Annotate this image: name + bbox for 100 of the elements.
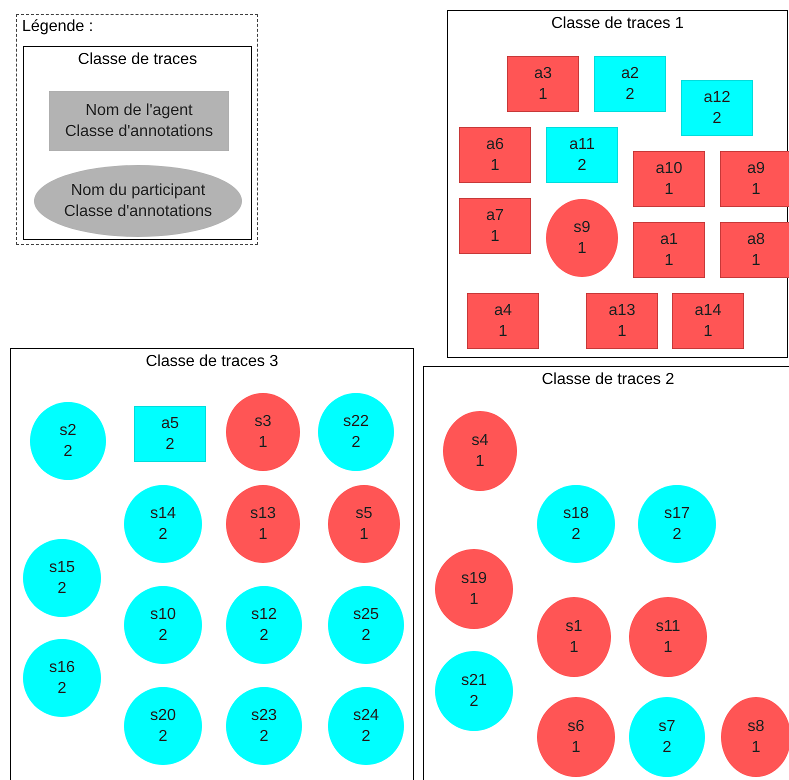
annotation-class: 1: [570, 638, 578, 658]
legend-title: Légende :: [22, 18, 94, 36]
annotation-class: 2: [662, 738, 672, 758]
annotation-class: 1: [752, 251, 760, 271]
annotation-class: 2: [64, 442, 72, 462]
participant-name: Nom du participant: [70, 181, 206, 201]
agent-box: [49, 91, 229, 151]
annotation-class: 1: [498, 322, 508, 342]
participant-name: s11: [656, 617, 680, 637]
agent-box: [633, 222, 705, 278]
agent-box: [594, 56, 666, 112]
agent-name: a14: [694, 301, 722, 321]
participant-name: s17: [664, 504, 690, 524]
annotation-class: 1: [664, 180, 674, 200]
legend-frame: [16, 14, 258, 245]
participant-name: s10: [150, 605, 176, 625]
agent-box: [720, 151, 789, 207]
agent-name: a9: [747, 159, 765, 179]
agent-name: a11: [569, 135, 595, 155]
annotation-class: 2: [712, 109, 722, 129]
annotation-class: 1: [752, 738, 760, 758]
participant-name: s8: [748, 717, 764, 737]
annotation-class: 2: [58, 679, 66, 699]
participant-name: s13: [250, 504, 276, 524]
participant-name: s23: [251, 706, 277, 726]
agent-box: [672, 293, 744, 349]
annotation-class: 1: [578, 239, 586, 259]
agent-name: a10: [656, 159, 682, 179]
annotation-class: 2: [260, 626, 268, 646]
annotation-class: 2: [158, 727, 168, 747]
agent-name: a6: [486, 135, 504, 155]
agent-name: Nom de l'agent: [85, 101, 193, 121]
annotation-class: 1: [258, 433, 268, 453]
participant-name: s19: [461, 569, 487, 589]
annotation-class: 2: [362, 626, 370, 646]
participant-name: s2: [60, 421, 76, 441]
annotation-class: 1: [572, 738, 580, 758]
agent-name: a7: [486, 206, 504, 226]
participant-name: s4: [472, 431, 488, 451]
agent-name: a4: [494, 301, 512, 321]
annotation-class: 2: [470, 692, 478, 712]
agent-box: [720, 222, 789, 278]
annotation-class: 2: [158, 626, 168, 646]
annotation-class: 2: [672, 525, 682, 545]
trace-class-panel: [447, 10, 788, 358]
participant-name: s24: [353, 706, 379, 726]
participant-name: s3: [254, 412, 272, 432]
annotation-class: 1: [664, 251, 674, 271]
annotation-class: 1: [470, 590, 478, 610]
annotation-class: 1: [490, 156, 500, 176]
participant-name: s6: [568, 717, 584, 737]
participant-name: s25: [353, 605, 379, 625]
annotation-class: 1: [476, 452, 484, 472]
agent-box: [507, 56, 579, 112]
annotation-class: 1: [490, 227, 500, 247]
panel-title: Classe de traces: [76, 51, 198, 69]
participant-name: s7: [658, 717, 676, 737]
annotation-class: 1: [704, 322, 712, 342]
agent-box: [134, 406, 206, 462]
participant-name: s1: [566, 617, 582, 637]
annotation-class: 2: [158, 525, 168, 545]
participant-name: s21: [461, 671, 487, 691]
agent-name: a1: [660, 230, 678, 250]
agent-name: a13: [608, 301, 636, 321]
annotation-class: 2: [58, 579, 66, 599]
agent-name: a12: [704, 88, 730, 108]
annotation-class: 1: [360, 525, 368, 545]
agent-box: [467, 293, 539, 349]
annotation-class: 2: [260, 727, 268, 747]
participant-name: s5: [356, 504, 372, 524]
panel-title: Classe de traces 1: [550, 15, 685, 33]
annotation-class: 1: [752, 180, 760, 200]
agent-box: [459, 198, 531, 254]
agent-box: [633, 151, 705, 207]
participant-name: s15: [49, 558, 75, 578]
annotation-class: 1: [538, 85, 548, 105]
participant-name: s20: [150, 706, 176, 726]
trace-class-panel: [23, 46, 252, 240]
annotation-class: 1: [258, 525, 268, 545]
annotation-class: 2: [166, 435, 174, 455]
trace-class-panel: [423, 366, 789, 780]
agent-box: [459, 127, 531, 183]
participant-name: s18: [563, 504, 589, 524]
annotation-class: Classe d'annotations: [64, 122, 214, 142]
annotation-class: 1: [664, 638, 672, 658]
participant-name: s22: [343, 412, 369, 432]
annotation-class: 2: [626, 85, 634, 105]
agent-name: a5: [161, 414, 179, 434]
agent-name: a2: [621, 64, 639, 84]
agent-box: [546, 127, 618, 183]
panel-title: Classe de traces 3: [144, 353, 280, 371]
annotation-class: 2: [362, 727, 370, 747]
trace-class-panel: [10, 348, 414, 780]
panel-title: Classe de traces 2: [540, 371, 676, 389]
agent-name: a8: [747, 230, 765, 250]
participant-name: s14: [150, 504, 176, 524]
participant-name: s16: [49, 658, 75, 678]
participant-name: s9: [574, 218, 590, 238]
annotation-class: Classe d'annotations: [64, 202, 212, 222]
annotation-class: 2: [578, 156, 586, 176]
